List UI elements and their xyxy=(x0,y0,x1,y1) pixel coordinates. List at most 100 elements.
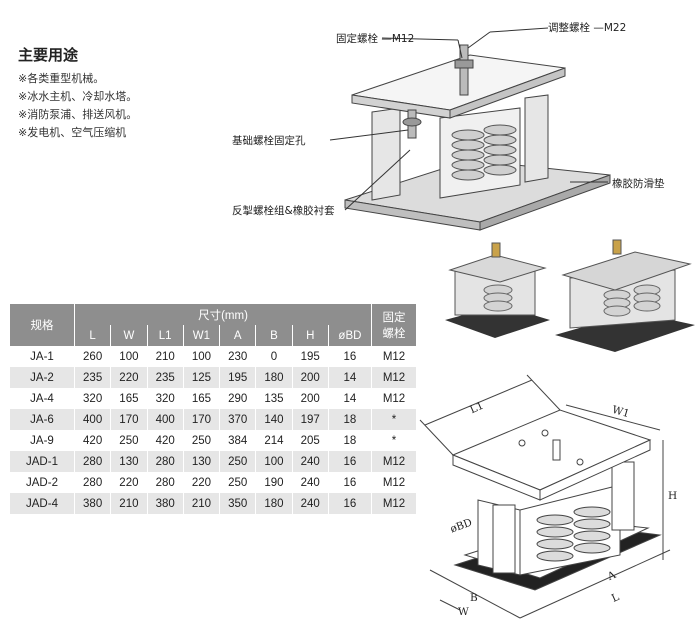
subheader-cell: A xyxy=(219,325,257,346)
table-cell: M12 xyxy=(371,367,417,388)
model-cell: JA-6 xyxy=(10,409,75,430)
model-cell: JA-2 xyxy=(10,367,75,388)
table-cell: 240 xyxy=(292,493,329,514)
header-model: 规格 xyxy=(10,304,75,346)
fixed-bolt-callout: 固定螺栓 —M12 xyxy=(336,33,415,45)
table-cell: 290 xyxy=(219,388,257,409)
table-cell: 384 xyxy=(219,430,257,451)
table-cell: 400 xyxy=(74,409,112,430)
subheader-cell: W1 xyxy=(183,325,221,346)
table-cell: M12 xyxy=(371,472,417,493)
table-cell: M12 xyxy=(371,451,417,472)
table-cell: 320 xyxy=(74,388,112,409)
table-cell: 165 xyxy=(183,388,221,409)
callout-leaders xyxy=(329,27,608,211)
table-cell: 235 xyxy=(74,367,112,388)
table-cell: 280 xyxy=(74,451,112,472)
table-cell: M12 xyxy=(371,346,417,367)
product-photo-single xyxy=(445,242,550,338)
table-cell: 16 xyxy=(328,451,373,472)
subheader-cell: B xyxy=(255,325,293,346)
subheader-cell: L xyxy=(74,325,112,346)
table-cell: 190 xyxy=(255,472,293,493)
model-cell: JA-4 xyxy=(10,388,75,409)
dimension-drawing xyxy=(419,374,671,619)
header-size: 尺寸(mm) xyxy=(74,304,372,325)
table-cell: 370 xyxy=(219,409,257,430)
table-cell: 380 xyxy=(74,493,112,514)
base-hole-callout: 基础螺栓固定孔 xyxy=(232,135,306,147)
applications-list: ※各类重型机械。 ※冰水主机、冷却水塔。 ※消防泵浦、排送风机。 ※发电机、空气… xyxy=(18,70,137,142)
model-cell: JAD-1 xyxy=(10,451,75,472)
subheader-cell: W xyxy=(110,325,148,346)
header-fixed-bolt-line1: 固定 xyxy=(382,312,406,324)
table-cell: 200 xyxy=(292,388,329,409)
table-cell: 380 xyxy=(147,493,184,514)
table-cell: 250 xyxy=(183,430,221,451)
table-cell: 400 xyxy=(147,409,184,430)
table-cell: 18 xyxy=(328,430,373,451)
header-fixed-bolt: 固定 螺栓 xyxy=(371,304,417,346)
model-cell: JAD-4 xyxy=(10,493,75,514)
table-cell: 170 xyxy=(183,409,221,430)
table-cell: 14 xyxy=(328,388,373,409)
table-cell: * xyxy=(371,430,417,451)
table-cell: 18 xyxy=(328,409,373,430)
table-cell: 170 xyxy=(110,409,148,430)
table-cell: 195 xyxy=(292,346,329,367)
table-cell: 14 xyxy=(328,367,373,388)
dim-label-b: B xyxy=(470,592,478,604)
table-cell: 220 xyxy=(183,472,221,493)
table-cell: 260 xyxy=(74,346,112,367)
table-cell: 205 xyxy=(292,430,329,451)
model-cell: JA-1 xyxy=(10,346,75,367)
table-cell: 135 xyxy=(255,388,293,409)
table-cell: 320 xyxy=(147,388,184,409)
table-cell: 240 xyxy=(292,451,329,472)
subheader-cell: H xyxy=(292,325,329,346)
table-cell: 130 xyxy=(110,451,148,472)
adjust-bolt-callout: 调整螺栓 —M22 xyxy=(548,22,627,34)
table-cell: 130 xyxy=(183,451,221,472)
model-cell: JA-9 xyxy=(10,430,75,451)
table-cell: 16 xyxy=(328,472,373,493)
product-photo-double xyxy=(555,239,695,352)
table-cell: 280 xyxy=(147,451,184,472)
table-cell: 100 xyxy=(183,346,221,367)
table-cell: 16 xyxy=(328,346,373,367)
table-cell: 180 xyxy=(255,367,293,388)
table-cell: M12 xyxy=(371,388,417,409)
table-cell: 230 xyxy=(219,346,257,367)
subheader-cell: øBD xyxy=(328,325,373,346)
table-cell: 250 xyxy=(219,472,257,493)
application-item: ※冰水主机、冷却水塔。 xyxy=(18,90,138,103)
table-cell: 100 xyxy=(255,451,293,472)
rubber-pad-callout: 橡胶防滑垫 xyxy=(612,178,665,190)
table-cell: 280 xyxy=(147,472,184,493)
table-cell: 250 xyxy=(219,451,257,472)
table-cell: * xyxy=(371,409,417,430)
application-item: ※消防泵浦、排送风机。 xyxy=(18,108,138,121)
application-item: ※各类重型机械。 xyxy=(18,72,105,85)
table-cell: 235 xyxy=(147,367,184,388)
table-cell: 250 xyxy=(110,430,148,451)
table-cell: 180 xyxy=(255,493,293,514)
table-cell: 100 xyxy=(110,346,148,367)
table-cell: 220 xyxy=(110,367,148,388)
table-cell: 0 xyxy=(255,346,293,367)
table-cell: 210 xyxy=(183,493,221,514)
table-cell: 200 xyxy=(292,367,329,388)
table-cell: 125 xyxy=(183,367,221,388)
model-cell: JAD-2 xyxy=(10,472,75,493)
table-cell: M12 xyxy=(371,493,417,514)
application-item: ※发电机、空气压缩机 xyxy=(18,126,127,139)
table-cell: 350 xyxy=(219,493,257,514)
table-cell: 214 xyxy=(255,430,293,451)
